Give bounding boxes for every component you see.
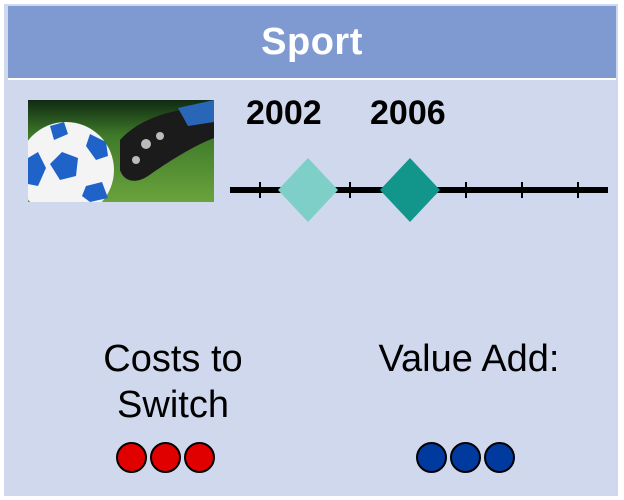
year-2002-label: 2002 <box>246 94 322 132</box>
card-header: Sport <box>8 6 616 80</box>
costs-to-switch-label: Costs to Switch <box>96 336 250 429</box>
value-rating-dot <box>416 442 447 473</box>
marker-2006-diamond <box>380 158 440 222</box>
card-title: Sport <box>261 20 363 63</box>
marker-2002-diamond <box>278 158 338 222</box>
costs-label-line2: Switch <box>117 384 229 427</box>
value-add-label: Value Add: <box>378 338 560 380</box>
value-rating <box>416 442 515 473</box>
costs-rating <box>116 442 215 473</box>
timeline <box>230 158 608 222</box>
value-rating-dot <box>450 442 481 473</box>
value-rating-dot <box>484 442 515 473</box>
costs-rating-dot <box>150 442 181 473</box>
costs-rating-dot <box>116 442 147 473</box>
year-2006-label: 2006 <box>370 94 446 132</box>
timeline-ticks <box>259 182 579 198</box>
costs-rating-dot <box>184 442 215 473</box>
soccer-ball-photo <box>28 100 214 202</box>
costs-label-line1: Costs to <box>103 338 243 380</box>
